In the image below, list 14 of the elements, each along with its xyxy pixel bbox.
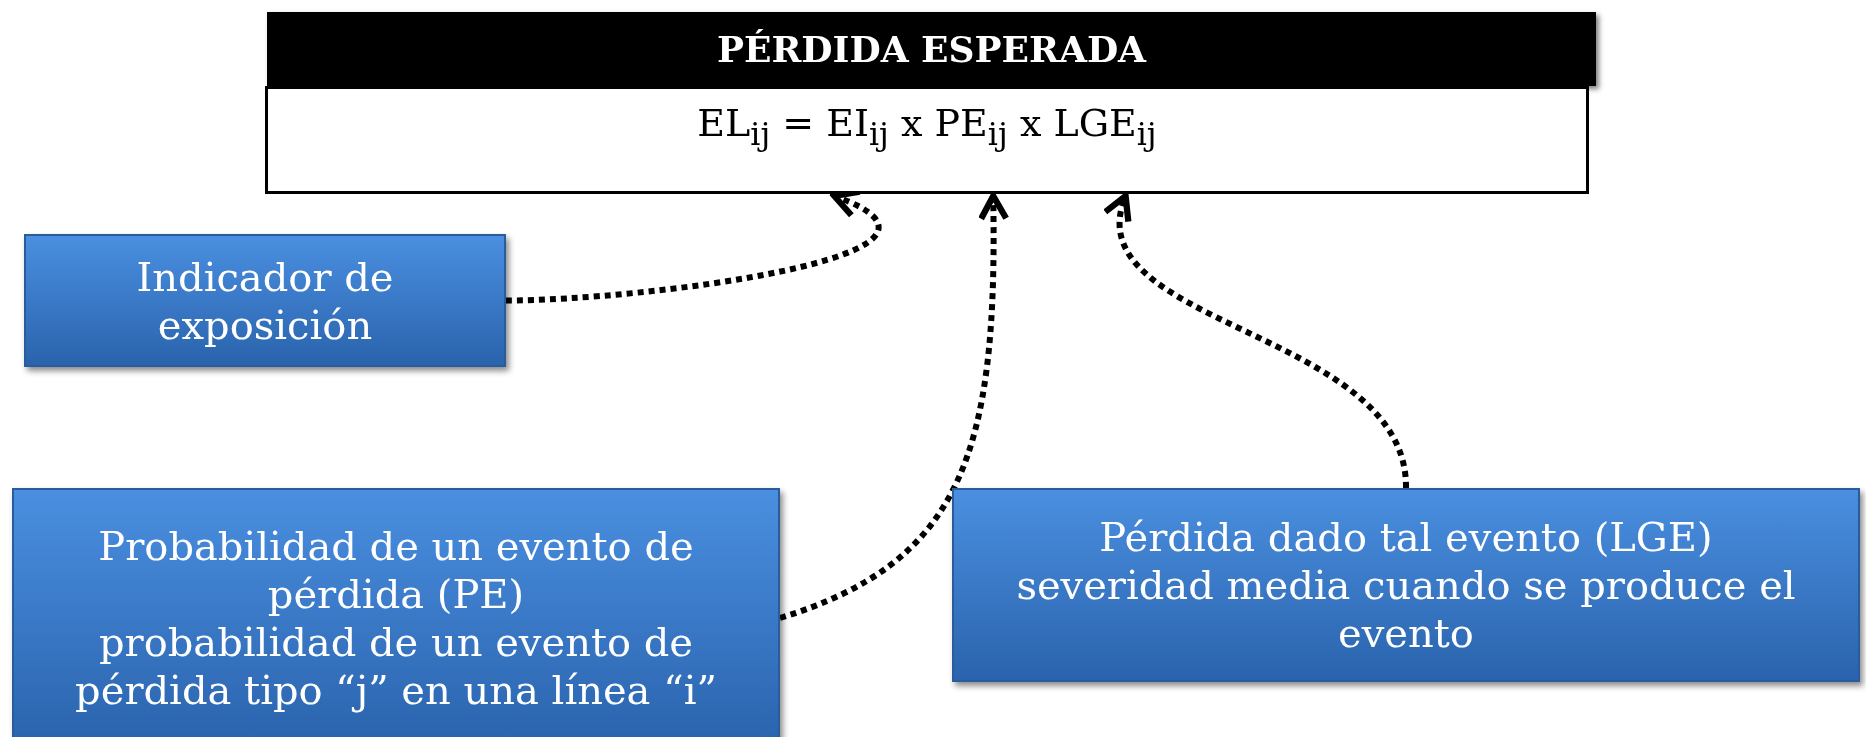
concept-text: probabilidad de un evento de pérdida tipo “j” en una línea “i”: [74, 618, 718, 714]
concept-text: Pérdida dado tal evento (LGE): [1099, 513, 1713, 561]
concept-box: [24, 234, 506, 367]
title-text: PÉRDIDA ESPERADA: [716, 28, 1147, 70]
formula-text: EL$_{ij}$ = EI$_{ij}$ x PE$_{ij}$ x LGE$_{ij}$: [697, 101, 1157, 152]
dotted-arrow: [1105, 192, 1409, 489]
concept-box: [12, 488, 780, 737]
concept-box: [952, 488, 1860, 682]
dotted-arrow: [779, 192, 1009, 621]
concept-text: severidad media cuando se produce el evento: [1015, 561, 1797, 657]
formula-box: [265, 86, 1589, 194]
title-bar: [267, 12, 1596, 86]
concept-text: Probabilidad de un evento de pérdida (PE): [97, 522, 695, 618]
concept-text: Indicador de exposición: [135, 252, 395, 349]
